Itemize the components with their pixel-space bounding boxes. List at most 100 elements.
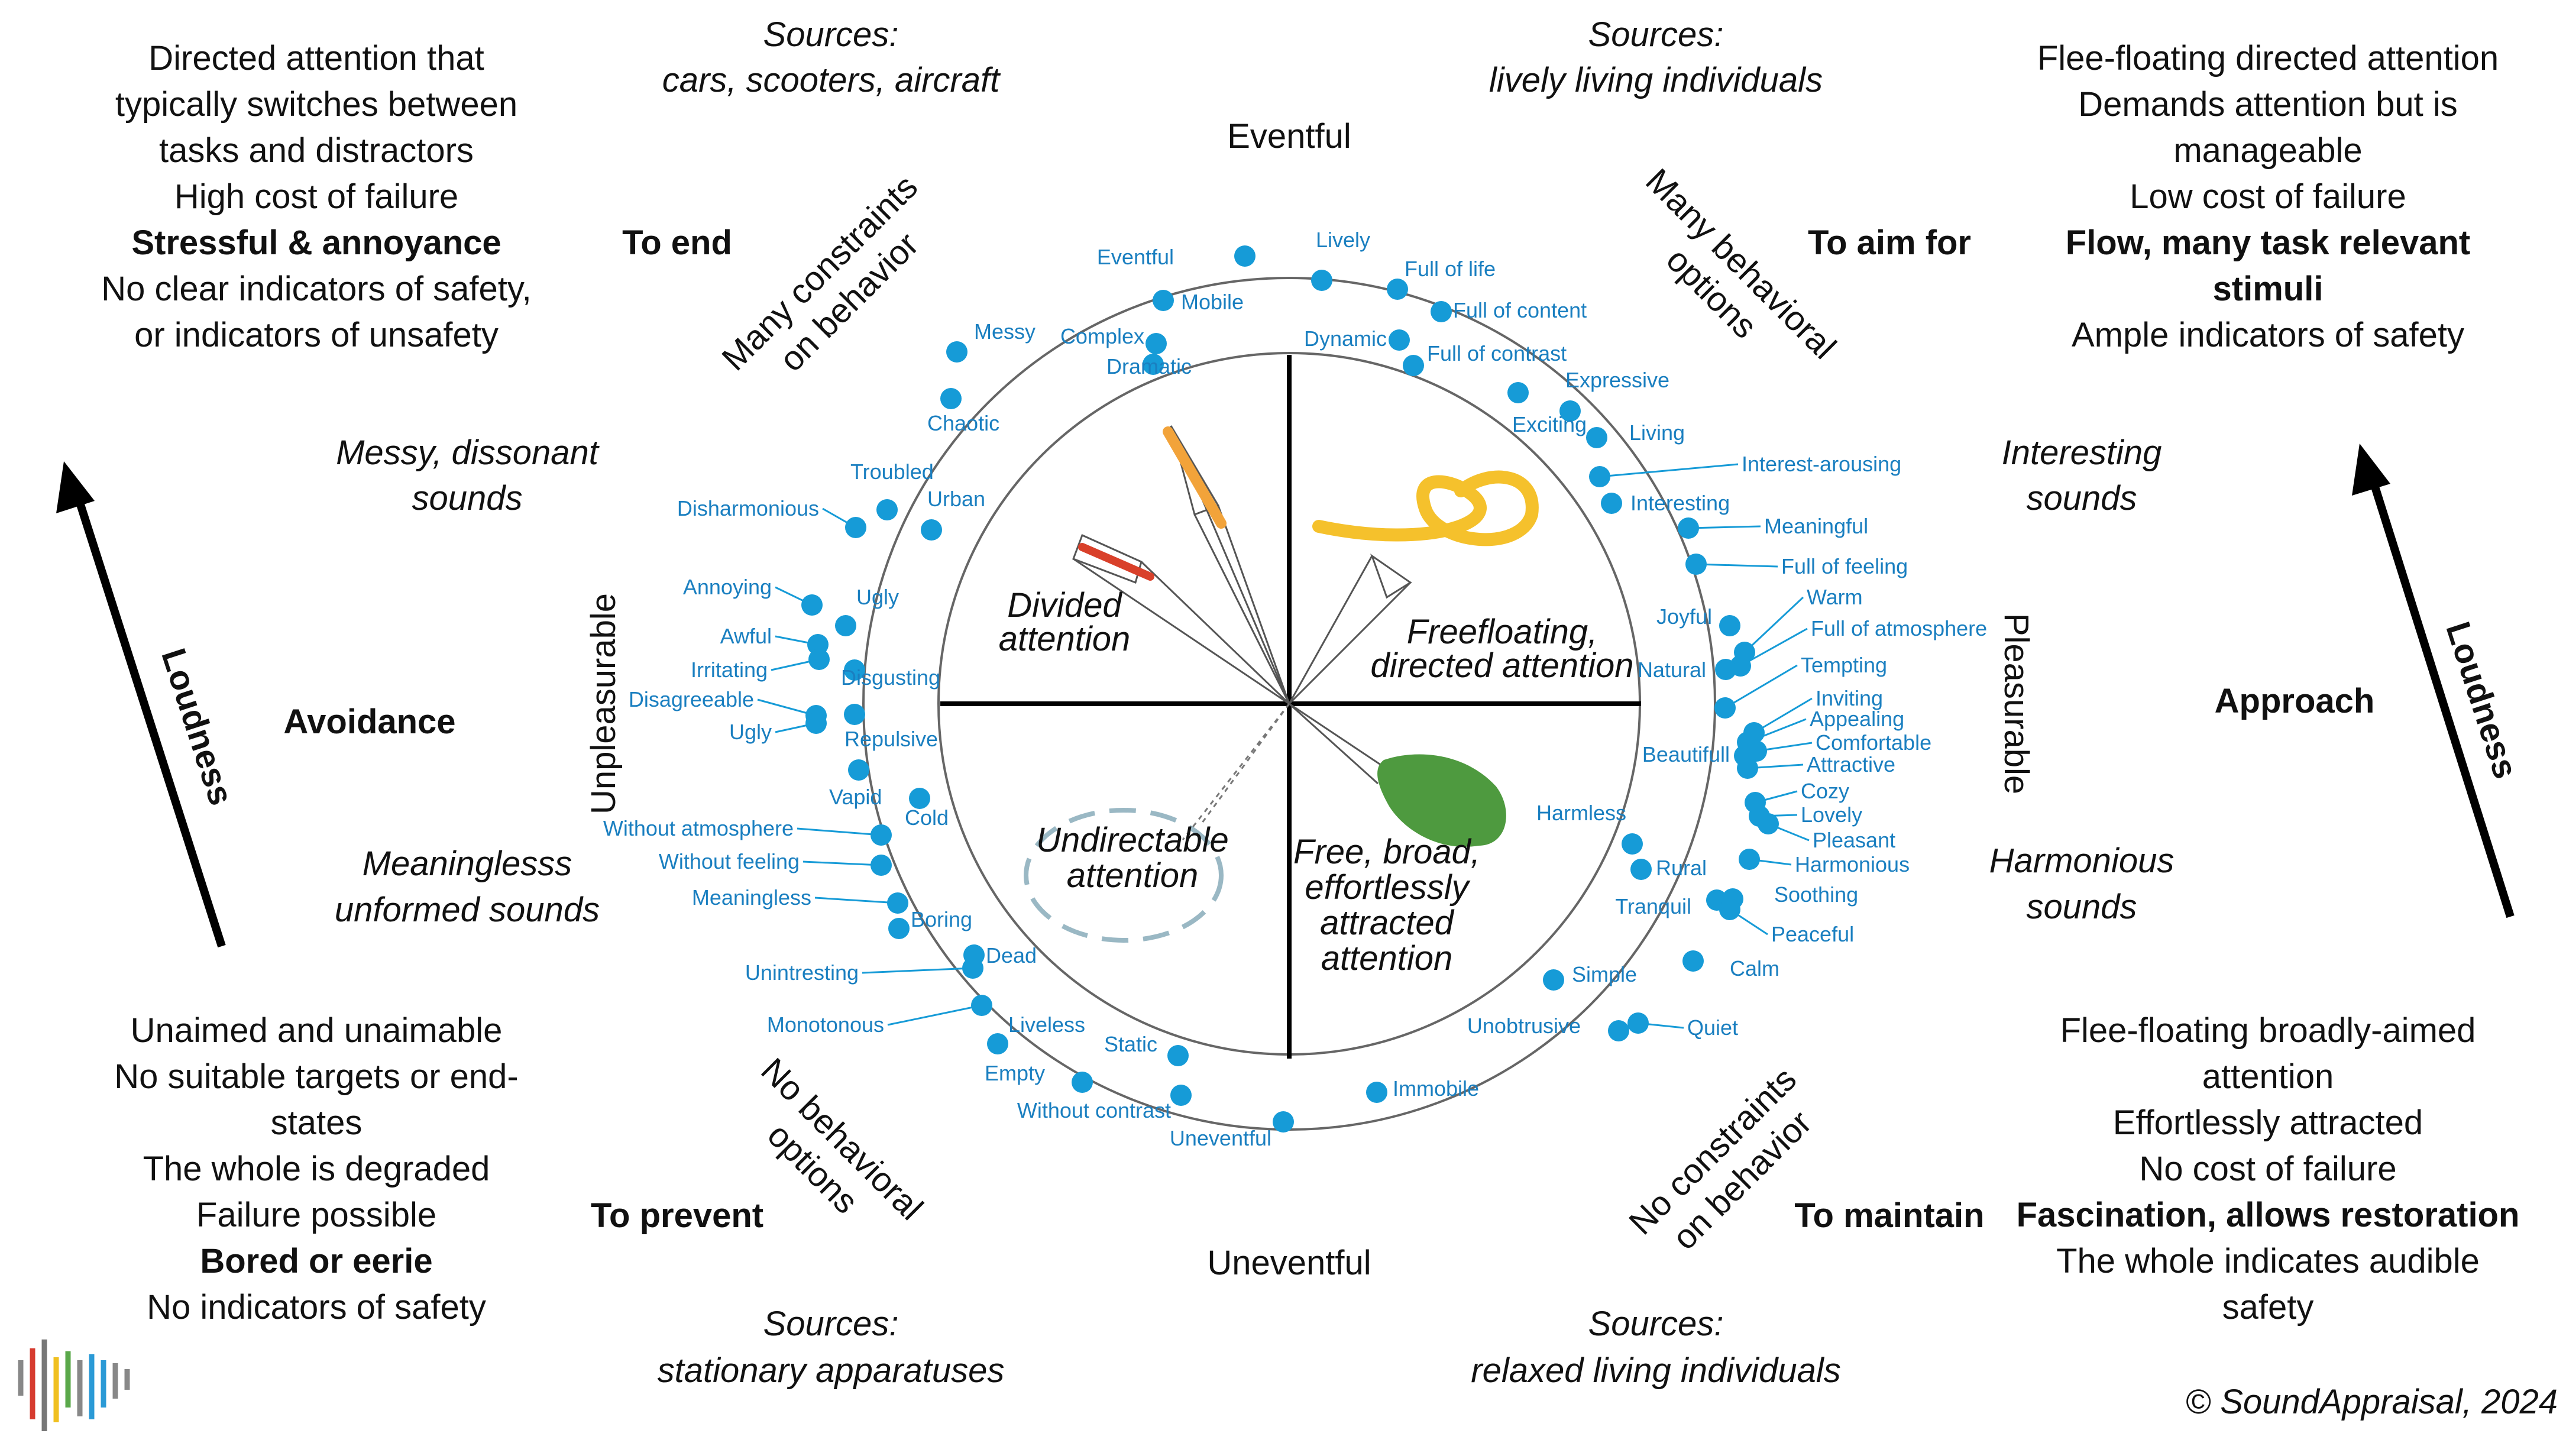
attribute-label: Attractive — [1807, 752, 1895, 776]
attribute-leader-line — [1753, 697, 1813, 734]
attribute-dot — [1608, 1020, 1629, 1041]
svg-text:typically switches between: typically switches between — [115, 85, 517, 124]
attribute-dynamic-6: Dynamic — [1304, 326, 1410, 351]
attribute-dot — [1543, 969, 1564, 991]
divided-attention-illustration — [1072, 425, 1290, 705]
attribute-label: Living — [1629, 420, 1685, 445]
attribute-dot — [1714, 697, 1736, 719]
attribute-label: Soothing — [1774, 882, 1858, 907]
attribute-dot — [1146, 333, 1167, 354]
attribute-label: Cozy — [1801, 779, 1849, 803]
attribute-label: Meaningless — [692, 885, 811, 910]
attribute-meaningful-19: Meaningful — [1678, 514, 1868, 539]
attribute-label: Without atmosphere — [603, 816, 794, 840]
attribute-immobile-64: Immobile — [1366, 1076, 1479, 1103]
attribute-label: Quiet — [1687, 1015, 1738, 1040]
attribute-label: Natural — [1638, 658, 1706, 682]
attribute-comfortable-36: Comfortable — [1746, 730, 1931, 762]
attribute-dot — [946, 341, 967, 363]
axis-uneventful: Uneventful — [1207, 1244, 1371, 1282]
attribute-boring-52: Boring — [888, 907, 972, 939]
attribute-label: Disagreeable — [629, 687, 754, 711]
attribute-irritating-27: Irritating — [691, 649, 830, 682]
attribute-interest-arousing-14: Interest-arousing — [1589, 452, 1901, 487]
attribute-label: Cold — [905, 805, 949, 830]
attribute-dot — [801, 594, 823, 616]
attribute-natural-29: Natural — [1638, 658, 1736, 682]
axis-unpleasurable: Unpleasurable — [584, 593, 623, 814]
state-divided-line2: attention — [999, 620, 1131, 658]
attribute-label: Dead — [986, 943, 1037, 968]
state-free-line3: attracted — [1320, 904, 1454, 942]
svg-text:Flee-floating broadly-aimed: Flee-floating broadly-aimed — [2060, 1011, 2476, 1050]
attribute-complex-5: Complex — [1060, 324, 1167, 354]
attribute-leader-line — [1688, 525, 1761, 529]
attribute-tempting-30: Tempting — [1714, 653, 1887, 719]
svg-text:Stressful & annoyance: Stressful & annoyance — [131, 224, 501, 262]
attribute-leader-line — [1740, 627, 1808, 667]
svg-text:Low cost of failure: Low cost of failure — [2130, 177, 2406, 216]
attribute-label: Troubled — [850, 460, 934, 484]
attribute-label: Full of life — [1405, 257, 1496, 281]
attribute-dot — [909, 788, 930, 809]
attribute-label: Full of content — [1453, 298, 1587, 322]
attribute-leader-line — [1724, 664, 1798, 709]
attribute-quiet-61: Quiet — [1627, 1012, 1738, 1040]
state-free-line2: effortlessly — [1305, 868, 1470, 907]
attribute-label: Peaceful — [1771, 922, 1854, 946]
attribute-dot — [888, 918, 910, 939]
svg-text:Bored or eerie: Bored or eerie — [200, 1242, 432, 1280]
attribute-dot — [1630, 859, 1652, 880]
attribute-dot — [1153, 290, 1174, 311]
attribute-label: Vapid — [829, 785, 882, 809]
attribute-label: Mobile — [1181, 290, 1244, 314]
attribute-vapid-40: Vapid — [829, 759, 882, 809]
attribute-label: Empty — [985, 1061, 1045, 1085]
ring-phrase-br: No constraints on behavior — [1622, 1060, 1819, 1257]
attribute-harmless-43: Harmless — [1536, 801, 1643, 855]
attribute-dot — [1167, 1045, 1189, 1066]
attribute-label: Full of atmosphere — [1811, 616, 1987, 640]
svg-text:Fascination, allows restoratio: Fascination, allows restoration — [2017, 1196, 2520, 1234]
attribute-liveless-59: Liveless — [987, 1012, 1085, 1054]
attribute-mobile-2: Mobile — [1153, 290, 1244, 314]
svg-text:No clear indicators of safety,: No clear indicators of safety, — [101, 270, 531, 308]
attribute-dot — [845, 517, 866, 538]
attribute-without-feeling-46: Without feeling — [659, 849, 892, 876]
state-freefloating-line2: directed attention — [1371, 646, 1634, 685]
attribute-cozy-39: Cozy — [1745, 779, 1849, 813]
sources-br-text: relaxed living individuals — [1471, 1351, 1840, 1390]
attribute-uneventful-66: Uneventful — [1170, 1111, 1294, 1150]
attribute-label: Meaningful — [1764, 514, 1868, 538]
loudness-arrow-right — [2352, 444, 2515, 918]
attribute-messy-8: Messy — [946, 319, 1036, 363]
attribute-leader-line — [887, 1004, 982, 1026]
attribute-label: Unobtrusive — [1467, 1014, 1581, 1038]
attribute-label: Harmonious — [1795, 852, 1910, 876]
attribute-empty-63: Empty — [985, 1061, 1093, 1093]
state-undirectable-line1: Undirectable — [1036, 821, 1229, 859]
copyright: © SoundAppraisal, 2024 — [2185, 1383, 2558, 1421]
attribute-label: Ugly — [856, 585, 899, 609]
attribute-interesting-17: Interesting — [1601, 491, 1730, 515]
note-left-lower-2: unformed sounds — [335, 891, 600, 929]
attribute-label: Interesting — [1630, 491, 1730, 515]
attribute-dot — [848, 759, 869, 781]
attribute-dot — [1678, 517, 1699, 539]
attribute-dot — [971, 995, 992, 1016]
attribute-label: Without contrast — [1017, 1098, 1171, 1122]
note-left-upper-2: sounds — [412, 479, 522, 517]
attribute-monotonous-58: Monotonous — [767, 995, 992, 1037]
state-free-line4: attention — [1321, 939, 1453, 978]
goal-bl: To prevent — [591, 1196, 763, 1235]
attribute-dot — [1387, 279, 1408, 300]
corner-block-tr: Flee-floating directed attention Demands… — [2037, 39, 2499, 354]
attribute-leader-line — [1743, 596, 1804, 653]
attribute-label: Annoying — [683, 575, 772, 599]
state-divided-line1: Divided — [1007, 586, 1122, 625]
attribute-unintresting-56: Unintresting — [745, 957, 983, 985]
attribute-joyful-23: Joyful — [1656, 604, 1740, 636]
sources-br-heading: Sources: — [1588, 1305, 1724, 1343]
svg-text:Directed attention that: Directed attention that — [148, 39, 484, 77]
